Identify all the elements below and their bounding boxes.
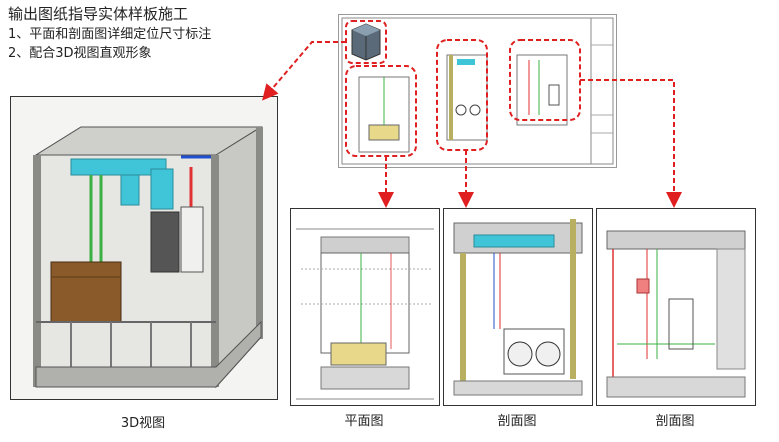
plan-drawing [296, 228, 434, 400]
section-2-drawing [606, 230, 746, 398]
drawing-sheet [338, 14, 617, 168]
section-panel-1 [443, 208, 593, 406]
view-3d-illustration [11, 97, 277, 399]
caption-3d-view: 3D视图 [120, 416, 166, 431]
caption-section-1: 剖面图 [497, 414, 537, 429]
point-1: 1、平面和剖面图详细定位尺寸标注 [8, 27, 212, 42]
section-1-drawing [453, 219, 583, 396]
point-2: 2、配合3D视图直观形象 [8, 46, 152, 61]
heading-title: 输出图纸指导实体样板施工 [8, 5, 189, 23]
arrow-to-3d-view [262, 41, 346, 101]
caption-plan: 平面图 [344, 414, 384, 429]
caption-section-2: 剖面图 [655, 414, 695, 429]
plan-panel [290, 208, 440, 406]
view-3d-panel [10, 96, 278, 400]
section-panel-2 [596, 208, 756, 406]
drawing-sheet-graphic [341, 17, 614, 165]
